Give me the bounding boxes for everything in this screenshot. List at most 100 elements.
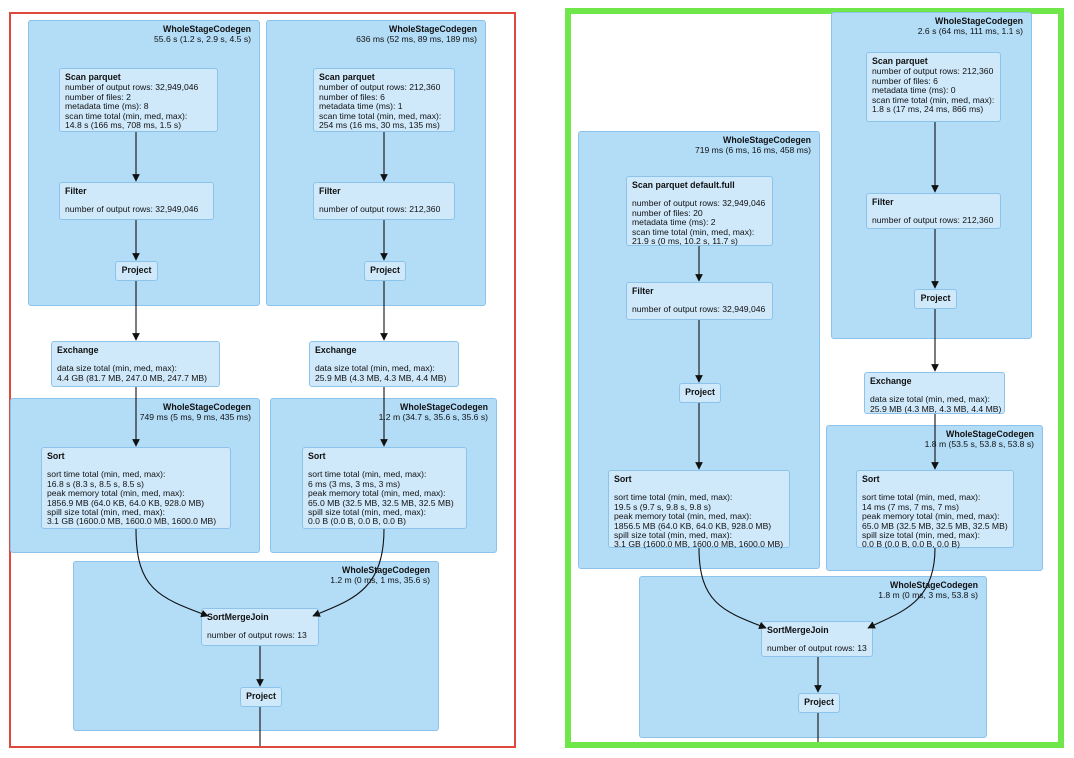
node-metric: scan time total (min, med, max): [872,94,995,105]
node-metric: 65.0 MB (32.5 MB, 32.5 MB, 32.5 MB) [862,520,1008,531]
left-join-node[interactable]: SortMergeJoin number of output rows: 13 [201,608,319,646]
node-metric: 4.4 GB (81.7 MB, 247.0 MB, 247.7 MB) [57,372,207,383]
node-metric: number of output rows: 13 [207,630,307,641]
right-plan-frame [565,8,1064,748]
node-metric: sort time total (min, med, max): [862,492,981,503]
right-join-node[interactable]: SortMergeJoin number of output rows: 13 [761,621,873,657]
right-sort-a-node[interactable]: Sort sort time total (min, med, max): 19… [608,470,790,550]
node-name: SortMergeJoin [207,612,269,622]
left-project-join-node[interactable]: Project [240,687,282,707]
node-metric: sort time total (min, med, max): [308,469,427,480]
node-metric: scan time total (min, med, max): [632,226,755,237]
cluster-stat: 55.6 s (1.2 s, 2.9 s, 4.5 s) [154,34,251,44]
right-project-b-node[interactable]: Project [914,289,957,309]
node-name: Project [121,265,152,275]
node-metric: data size total (min, med, max): [57,363,177,374]
left-filter-a-node[interactable]: Filter number of output rows: 32,949,046 [59,182,214,220]
node-metric: 16.8 s (8.3 s, 8.5 s, 8.5 s) [47,478,144,489]
node-metric: data size total (min, med, max): [315,363,435,374]
right-filter-b-node[interactable]: Filter number of output rows: 212,360 [866,193,1001,229]
cluster-stat: 719 ms (6 ms, 16 ms, 458 ms) [694,145,811,155]
node-metric: 25.9 MB (4.3 MB, 4.3 MB, 4.4 MB) [315,372,447,383]
cluster-stat: 1.2 m (34.7 s, 35.6 s, 35.6 s) [378,412,488,422]
node-name: Sort [308,451,326,461]
right-scan-a-node[interactable]: Scan parquet default.full number of outp… [626,176,773,246]
node-metric: number of files: 6 [872,75,938,86]
node-metric: number of output rows: 32,949,046 [632,304,766,315]
node-metric: 1856.5 MB (64.0 KB, 64.0 KB, 928.0 MB) [614,520,772,531]
right-project-a-node[interactable]: Project [679,383,721,403]
cluster-title: WholeStageCodegen [163,402,251,412]
cluster-title: WholeStageCodegen [400,402,488,412]
node-metric: peak memory total (min, med, max): [47,488,185,499]
node-metric: peak memory total (min, med, max): [862,511,1000,522]
node-metric: spill size total (min, med, max): [308,507,426,518]
node-name: Scan parquet [319,72,375,82]
cluster-title: WholeStageCodegen [163,24,251,34]
node-metric: number of output rows: 212,360 [319,204,441,215]
right-sort-b-node[interactable]: Sort sort time total (min, med, max): 14… [856,470,1014,550]
node-metric: scan time total (min, med, max): [319,110,442,121]
node-metric: data size total (min, med, max): [870,394,990,405]
node-metric: number of output rows: 32,949,046 [632,198,766,209]
cluster-title: WholeStageCodegen [723,135,811,145]
node-metric: 19.5 s (9.7 s, 9.8 s, 9.8 s) [614,501,711,512]
node-name: Filter [872,197,894,207]
left-sort-b-node[interactable]: Sort sort time total (min, med, max): 6 … [302,447,467,529]
left-scan-b-node[interactable]: Scan parquet number of output rows: 212,… [313,68,455,132]
node-name: Project [920,293,951,303]
cluster-title: WholeStageCodegen [389,24,477,34]
cluster-stat: 2.6 s (64 ms, 111 ms, 1.1 s) [917,26,1023,36]
cluster-stat: 1.2 m (0 ms, 1 ms, 35.6 s) [330,575,430,585]
left-project-a-node[interactable]: Project [115,261,158,281]
node-metric: number of output rows: 32,949,046 [65,204,199,215]
node-name: Exchange [870,376,912,386]
node-metric: 0.0 B (0.0 B, 0.0 B, 0.0 B) [308,516,406,527]
node-name: Sort [614,474,632,484]
node-metric: number of files: 6 [319,91,385,102]
node-metric: scan time total (min, med, max): [65,110,188,121]
node-metric: 6 ms (3 ms, 3 ms, 3 ms) [308,478,401,489]
node-metric: number of output rows: 212,360 [872,66,994,77]
node-name: Project [685,387,715,397]
node-metric: 65.0 MB (32.5 MB, 32.5 MB, 32.5 MB) [308,497,454,508]
node-metric: metadata time (ms): 0 [872,85,956,96]
node-metric: number of output rows: 32,949,046 [65,82,199,93]
right-project-join-node[interactable]: Project [798,693,840,713]
cluster-stat: 636 ms (52 ms, 89 ms, 189 ms) [356,34,477,44]
left-filter-b-node[interactable]: Filter number of output rows: 212,360 [313,182,455,220]
node-metric: metadata time (ms): 2 [632,217,716,228]
left-plan-frame [9,12,516,748]
cluster-stat: 1.8 m (53.5 s, 53.8 s, 53.8 s) [924,439,1034,449]
node-name: Filter [632,286,654,296]
left-project-b-node[interactable]: Project [364,261,406,281]
left-exchange-b-node[interactable]: Exchange data size total (min, med, max)… [309,341,459,387]
node-metric: 3.1 GB (1600.0 MB, 1600.0 MB, 1600.0 MB) [47,516,217,527]
right-scan-b-node[interactable]: Scan parquet number of output rows: 212,… [866,52,1001,122]
node-metric: 0.0 B (0.0 B, 0.0 B, 0.0 B) [862,539,960,550]
node-metric: number of output rows: 13 [767,643,867,654]
node-name: Scan parquet default.full [632,180,735,190]
node-name: Sort [47,451,65,461]
left-exchange-a-node[interactable]: Exchange data size total (min, med, max)… [51,341,220,387]
left-sort-a-node[interactable]: Sort sort time total (min, med, max): 16… [41,447,231,529]
node-name: Scan parquet [65,72,121,82]
left-scan-a-node[interactable]: Scan parquet number of output rows: 32,9… [59,68,218,132]
node-metric: 14.8 s (166 ms, 708 ms, 1.5 s) [65,120,182,131]
node-metric: number of output rows: 212,360 [319,82,441,93]
node-metric: 1856.9 MB (64.0 KB, 64.0 KB, 928.0 MB) [47,497,205,508]
right-filter-a-node[interactable]: Filter number of output rows: 32,949,046 [626,282,773,320]
node-metric: 21.9 s (0 ms, 10.2 s, 11.7 s) [632,236,738,247]
node-metric: peak memory total (min, med, max): [614,511,752,522]
node-metric: 3.1 GB (1600.0 MB, 1600.0 MB, 1600.0 MB) [614,539,784,550]
node-metric: 25.9 MB (4.3 MB, 4.3 MB, 4.4 MB) [870,403,1002,414]
node-metric: spill size total (min, med, max): [47,507,165,518]
node-metric: spill size total (min, med, max): [614,530,732,541]
right-exchange-b-node[interactable]: Exchange data size total (min, med, max)… [864,372,1005,414]
node-metric: number of output rows: 212,360 [872,215,994,226]
node-name: Filter [319,186,341,196]
cluster-title: WholeStageCodegen [946,429,1034,439]
